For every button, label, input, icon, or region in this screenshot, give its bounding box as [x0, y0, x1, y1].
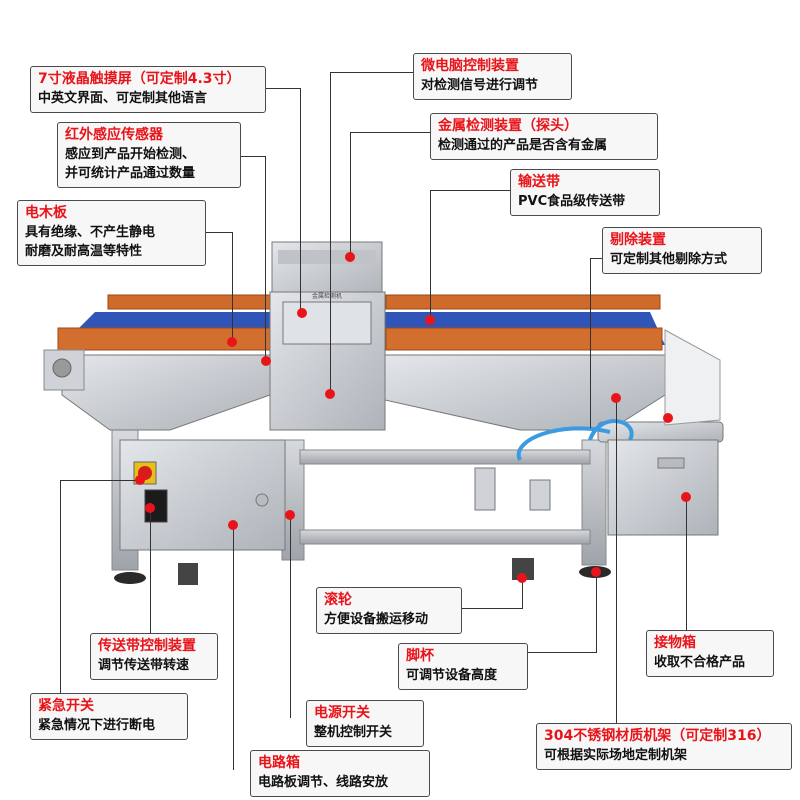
callout-foot: 脚杯 可调节设备高度: [398, 643, 528, 690]
callout-infrared: 红外感应传感器 感应到产品开始检测、 并可统计产品通过数量: [57, 122, 241, 188]
callout-estop-desc: 紧急情况下进行断电: [38, 718, 156, 733]
callout-bin: 接物箱 收取不合格产品: [646, 630, 774, 677]
callout-circuit: 电路箱 电路板调节、线路安放: [250, 750, 430, 797]
panel-label: 金属检测机: [312, 292, 342, 300]
callout-power: 电源开关 整机控制开关: [306, 700, 424, 747]
marker-bin: [681, 492, 691, 502]
lcd-panel: [282, 301, 372, 345]
callout-lcd-title: 7寸液晶触摸屏（可定制4.3寸）: [38, 71, 241, 87]
callout-reject-desc: 可定制其他剔除方式: [610, 252, 728, 267]
guide-rail-front-left: [57, 327, 273, 351]
callout-micro: 微电脑控制装置 对检测信号进行调节: [413, 53, 572, 100]
callout-circuit-desc: 电路板调节、线路安放: [258, 775, 389, 790]
callout-speed: 传送带控制装置 调节传送带转速: [90, 633, 218, 680]
callout-micro-title: 微电脑控制装置: [421, 58, 519, 74]
callout-speed-desc: 调节传送带转速: [98, 658, 190, 673]
callout-frame: 304不锈钢材质机架（可定制316） 可根据实际场地定制机架: [536, 723, 792, 770]
callout-board-title: 电木板: [25, 205, 67, 221]
callout-frame-title: 304不锈钢材质机架（可定制316）: [544, 728, 771, 744]
marker-roller: [517, 573, 527, 583]
marker-power: [285, 510, 295, 520]
guide-rail-back-right: [385, 294, 661, 310]
marker-micro: [325, 389, 335, 399]
callout-foot-title: 脚杯: [406, 648, 434, 664]
callout-belt-title: 输送带: [518, 174, 560, 190]
reject-bin: [607, 439, 719, 536]
caster-left: [178, 563, 198, 585]
callout-probe: 金属检测装置（探头） 检测通过的产品是否含有金属: [430, 113, 658, 160]
callout-speed-title: 传送带控制装置: [98, 638, 196, 654]
callout-infrared-title: 红外感应传感器: [65, 127, 163, 143]
callout-foot-desc: 可调节设备高度: [406, 668, 498, 683]
marker-probe: [345, 252, 355, 262]
callout-probe-title: 金属检测装置（探头）: [438, 118, 578, 134]
callout-roller-desc: 方便设备搬运移动: [324, 612, 429, 627]
callout-board: 电木板 具有绝缘、不产生静电 耐磨及耐高温等特性: [17, 200, 206, 266]
marker-infrared: [261, 356, 271, 366]
marker-estop: [135, 475, 145, 485]
marker-frame: [611, 393, 621, 403]
callout-roller-title: 滚轮: [324, 592, 352, 608]
callout-lcd: 7寸液晶触摸屏（可定制4.3寸） 中英文界面、可定制其他语言: [30, 66, 266, 113]
callout-reject-title: 剔除装置: [610, 232, 666, 248]
callout-belt: 输送带 PVC食品级传送带: [510, 169, 660, 216]
foot-cup-left: [114, 572, 146, 584]
frame-crossbar: [299, 449, 591, 465]
marker-circuit: [228, 520, 238, 530]
marker-reject: [663, 413, 673, 423]
callout-lcd-desc: 中英文界面、可定制其他语言: [38, 91, 208, 106]
callout-reject: 剔除装置 可定制其他剔除方式: [602, 227, 762, 274]
callout-estop: 紧急开关 紧急情况下进行断电: [30, 693, 188, 740]
callout-bin-desc: 收取不合格产品: [654, 655, 746, 670]
callout-power-desc: 整机控制开关: [314, 725, 393, 740]
marker-board: [227, 337, 237, 347]
callout-bin-title: 接物箱: [654, 635, 696, 651]
callout-estop-title: 紧急开关: [38, 698, 94, 714]
marker-speed: [145, 503, 155, 513]
callout-circuit-title: 电路箱: [258, 755, 300, 771]
conveyor-side-right: [384, 354, 666, 431]
callout-infrared-desc: 感应到产品开始检测、 并可统计产品通过数量: [65, 147, 196, 181]
conveyor-side-left: [61, 354, 271, 431]
callout-belt-desc: PVC食品级传送带: [518, 194, 626, 209]
guide-rail-front-right: [385, 327, 663, 351]
callout-roller: 滚轮 方便设备搬运移动: [316, 587, 462, 634]
callout-micro-desc: 对检测信号进行调节: [421, 78, 539, 93]
marker-lcd: [297, 308, 307, 318]
callout-frame-desc: 可根据实际场地定制机架: [544, 748, 688, 763]
marker-belt: [425, 315, 435, 325]
callout-probe-desc: 检测通过的产品是否含有金属: [438, 138, 608, 153]
callout-board-desc: 具有绝缘、不产生静电 耐磨及耐高温等特性: [25, 225, 156, 259]
marker-foot: [591, 567, 601, 577]
frame-bottom-bar: [299, 529, 591, 545]
guide-rail-back-left: [107, 294, 273, 310]
reject-chute: [664, 329, 721, 426]
callout-power-title: 电源开关: [314, 705, 370, 721]
